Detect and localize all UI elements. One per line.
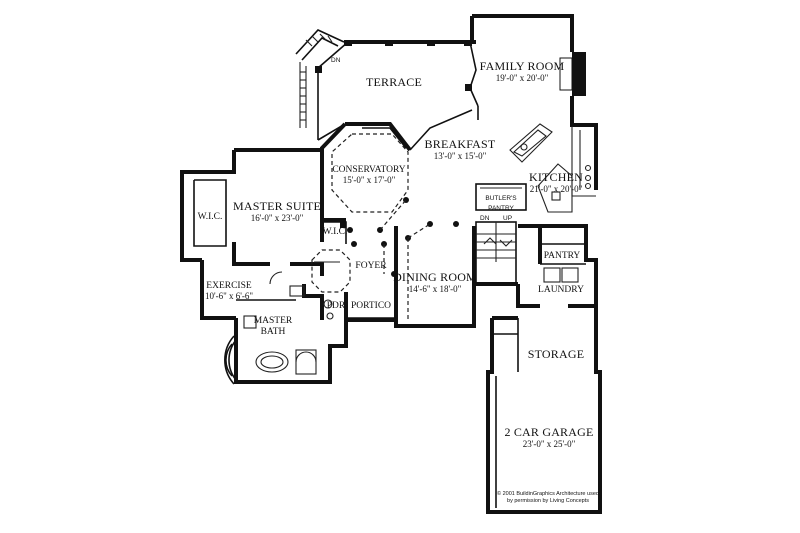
family-room-dims: 19'-0" x 20'-0" xyxy=(496,73,549,83)
main-stair-up-label: UP xyxy=(503,215,512,222)
foyer-label: FOYER xyxy=(355,261,387,271)
dining-room-walls xyxy=(394,226,476,328)
garage-dims: 23'-0" x 25'-0" xyxy=(523,439,576,449)
pantry-label: PANTRY xyxy=(544,251,581,261)
master-bath-walls xyxy=(224,271,348,385)
conservatory-dims: 15'-0" x 17'-0" xyxy=(343,175,396,185)
credit-line-2: by permission by Living Concepts xyxy=(507,498,589,504)
butlers-pantry-walls xyxy=(475,183,527,211)
family-room-walls xyxy=(470,14,598,190)
conservatory-walls xyxy=(320,122,412,222)
portico-walls xyxy=(344,292,396,322)
kitchen-label: KITCHEN xyxy=(529,170,583,184)
wic-center-label: W.I.C. xyxy=(323,227,348,237)
garage-walls xyxy=(486,306,602,514)
terrace-stair: DN xyxy=(295,29,345,128)
master-bath-line1: MASTER xyxy=(254,316,293,326)
main-stair: DN UP xyxy=(475,215,517,285)
portico-label: PORTICO xyxy=(351,301,391,311)
butlers-pantry-line1: BUTLER'S xyxy=(485,195,517,202)
pdr-label: PDR xyxy=(327,301,346,311)
laundry-label: LAUNDRY xyxy=(538,285,584,295)
wic-left-label: W.I.C. xyxy=(198,212,223,222)
kitchen-fixtures xyxy=(509,123,596,213)
exercise-label: EXERCISE xyxy=(206,281,252,291)
master-suite-label: MASTER SUITE xyxy=(233,199,321,213)
master-suite-walls xyxy=(180,148,346,320)
family-room-label: FAMILY ROOM xyxy=(480,59,565,73)
main-stair-dn-label: DN xyxy=(480,215,490,222)
credit-line-1: © 2001 BuildinGraphics Architecture used xyxy=(497,490,599,497)
terrace-label: TERRACE xyxy=(366,75,422,89)
room-labels: TERRACE FAMILY ROOM 19'-0" x 20'-0" BREA… xyxy=(198,59,599,504)
kitchen-dims: 21'-0" x 20'-0" xyxy=(530,184,583,194)
master-suite-dims: 16'-0" x 23'-0" xyxy=(251,213,304,223)
conservatory-label: CONSERVATORY xyxy=(332,165,405,175)
wic-center-walls xyxy=(322,221,347,244)
garage-label: 2 CAR GARAGE xyxy=(504,425,593,439)
terrace-stair-dn-label: DN xyxy=(331,57,341,64)
breakfast-dims: 13'-0" x 15'-0" xyxy=(434,151,487,161)
exercise-dims: 10'-6" x 6'-6" xyxy=(205,291,253,301)
breakfast-label: BREAKFAST xyxy=(425,137,496,151)
storage-label: STORAGE xyxy=(528,347,585,361)
master-bath-line2: BATH xyxy=(261,327,286,337)
dining-room-dims: 14'-6" x 18'-0" xyxy=(409,284,462,294)
pantry-laundry-walls xyxy=(474,224,598,310)
dining-room-label: DINING ROOM xyxy=(393,270,477,284)
butlers-pantry-line2: PANTRY xyxy=(488,205,514,212)
